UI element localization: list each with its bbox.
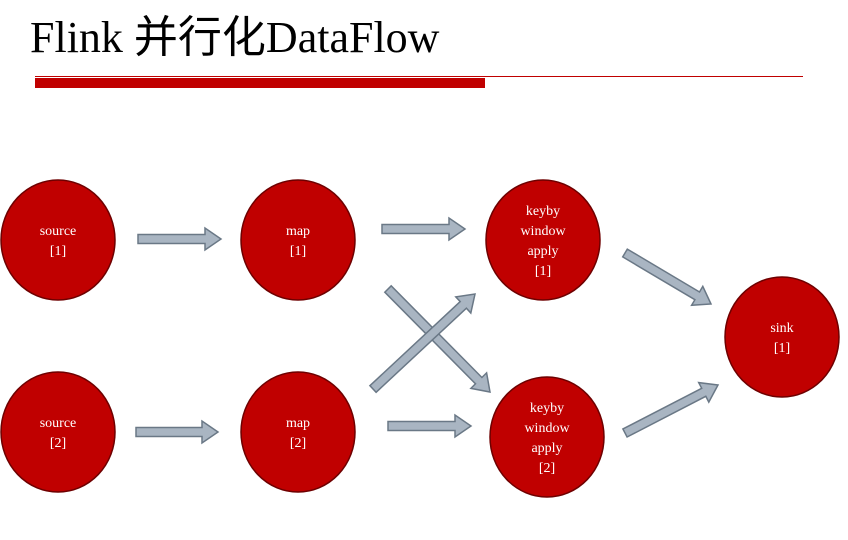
node-label-line: source [40,416,77,431]
node-source-1: source [1] [0,179,116,301]
node-sink-1: sink [1] [724,276,840,398]
nodes-layer: source [1] source [2] map [1] map [2] keyby windo… [0,179,840,498]
node-label-line: apply [531,441,562,456]
title-underline [35,76,803,77]
arrow-map-1-to-keyby-2 [383,284,491,393]
arrow-map-2-to-keyby-1 [368,293,476,394]
node-circle [0,179,116,301]
node-keyby-1: keyby window apply [1] [485,179,601,301]
node-label-line: [1] [774,341,790,356]
node-circle [489,376,605,498]
node-label-line: keyby [530,401,564,416]
node-map-1: map [1] [240,179,356,301]
page-title: Flink 并行化DataFlow [30,13,440,62]
node-keyby-2: keyby window apply [2] [489,376,605,498]
node-label-line: [1] [535,264,551,279]
node-label-line: map [286,224,310,239]
node-label-line: [1] [290,244,306,259]
node-circle [724,276,840,398]
edges-layer [135,216,720,445]
arrow-map-1-to-keyby-1 [381,216,467,242]
node-label-line: apply [527,244,558,259]
node-label-line: keyby [526,204,560,219]
node-circle [240,179,356,301]
node-map-2: map [2] [240,371,356,493]
arrow-keyby-2-to-sink-1 [621,381,720,439]
node-label-line: [2] [50,436,66,451]
node-label-line: [1] [50,244,66,259]
arrow-source-1-to-map-1 [137,226,223,252]
node-circle [240,371,356,493]
node-label-line: window [520,224,566,239]
arrow-map-2-to-keyby-2 [387,413,473,439]
node-source-2: source [2] [0,371,116,493]
arrow-keyby-1-to-sink-1 [621,248,713,307]
node-label-line: window [524,421,570,436]
title-accent-bar [35,78,485,88]
arrow-source-2-to-map-2 [135,419,220,445]
node-circle [485,179,601,301]
node-circle [0,371,116,493]
node-label-line: [2] [290,436,306,451]
node-label-line: map [286,416,310,431]
node-label-line: source [40,224,77,239]
node-label-line: [2] [539,461,555,476]
node-label-line: sink [770,321,793,336]
